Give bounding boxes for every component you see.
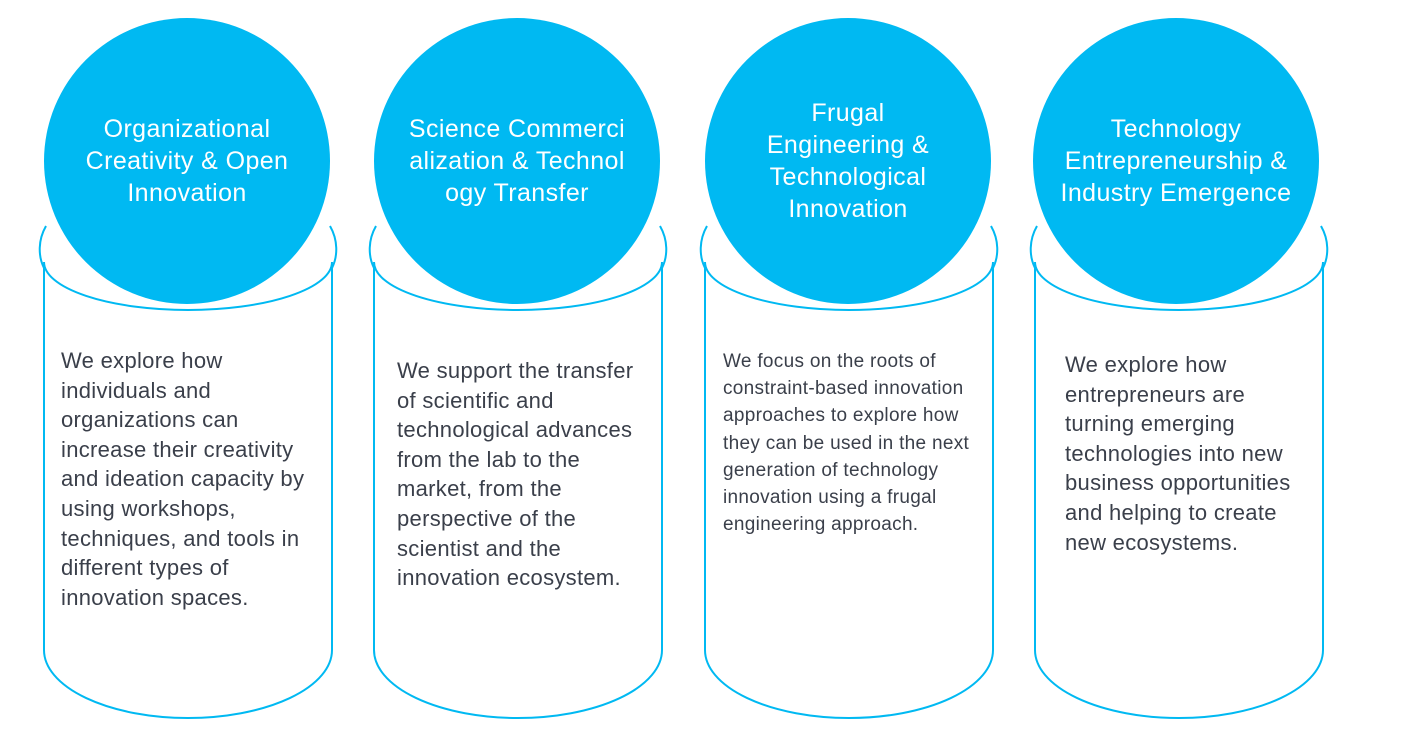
pillar-description: We explore how individuals and organizat… — [61, 348, 305, 610]
pillar-title-circle: Science Commercialization & Technology T… — [374, 18, 660, 304]
pillar-title-circle: Frugal Engineering & Technological Innov… — [705, 18, 991, 304]
cylinder-outline — [699, 225, 999, 719]
pillar-title-circle: Organizational Creativity & Open Innovat… — [44, 18, 330, 304]
pillar-title: Frugal Engineering & Technological Innov… — [766, 99, 930, 223]
pillar-title: Technology Entrepreneurship & Industry E… — [1060, 115, 1292, 207]
pillar-frugal-engineering: Frugal Engineering & Technological Innov… — [697, 0, 1007, 735]
pillar-technology-entrepreneurship: Technology Entrepreneurship & Industry E… — [1027, 0, 1337, 735]
cylinder-outline — [368, 225, 668, 719]
pillar-title: Science Commercialization & Technology T… — [408, 115, 626, 207]
pillar-description: We support the transfer of scientific an… — [397, 358, 634, 591]
pillar-description: We explore how entrepreneurs are turning… — [1065, 352, 1291, 555]
pillar-title-circle: Technology Entrepreneurship & Industry E… — [1033, 18, 1319, 304]
pillar-organizational-creativity: Organizational Creativity & Open Innovat… — [36, 0, 346, 735]
cylinder-outline — [38, 225, 338, 719]
pillar-title: Organizational Creativity & Open Innovat… — [85, 115, 289, 207]
cylinder-outline — [1029, 225, 1329, 719]
pillar-description: We focus on the roots of constraint-base… — [723, 351, 970, 536]
pillar-science-commercialization: Science Commercialization & Technology T… — [366, 0, 676, 735]
